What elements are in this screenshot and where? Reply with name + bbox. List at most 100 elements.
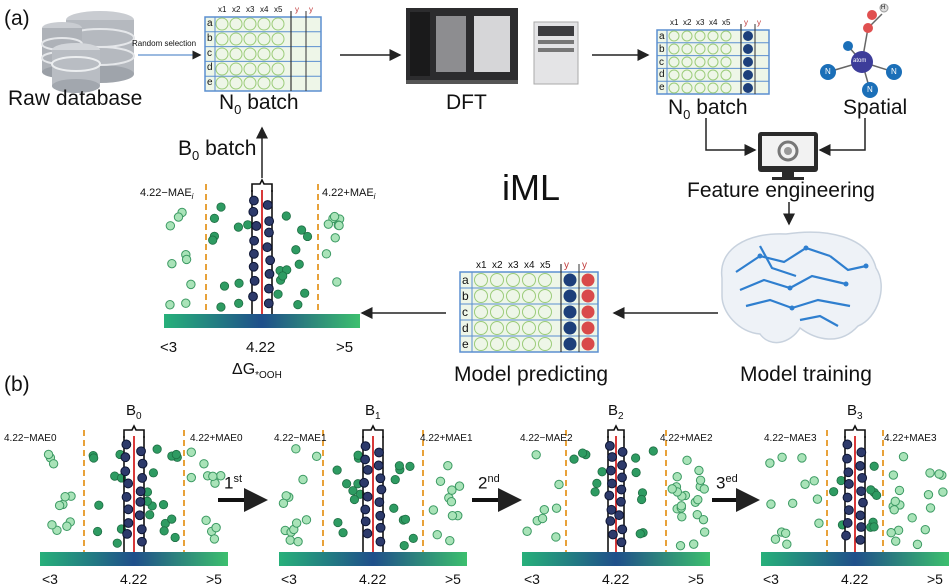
sample-point — [165, 221, 176, 231]
atom-n-left: N — [825, 67, 831, 76]
sample-point — [278, 498, 289, 508]
sample-point — [637, 494, 647, 505]
sample-point — [43, 449, 54, 460]
selected-point — [123, 518, 134, 528]
distribution-plot-b0 — [40, 424, 228, 566]
sample-point — [938, 487, 948, 497]
sample-point — [578, 448, 588, 458]
mae-right-label-b1: 4.22+MAE1 — [420, 433, 473, 444]
batch-label-b3: B3 — [847, 402, 863, 422]
sample-point — [787, 498, 798, 509]
dft-label: DFT — [446, 91, 487, 114]
selected-point — [607, 478, 617, 489]
selected-point — [248, 261, 259, 272]
selected-point — [617, 460, 627, 471]
selected-point — [362, 491, 373, 502]
axis-label-b3: 4.22 — [841, 571, 869, 587]
sample-point — [400, 514, 411, 524]
sample-point — [551, 503, 562, 513]
batch-label-b1: B1 — [365, 402, 381, 422]
sample-point — [912, 539, 923, 550]
selected-point — [856, 486, 867, 497]
selected-point — [616, 496, 626, 507]
selected-point — [841, 530, 851, 541]
n0-batch-labeled-table — [656, 24, 770, 95]
iml-label: iML — [502, 167, 561, 208]
axis-right-label: >5 — [336, 339, 354, 356]
batch-label-b2: B2 — [608, 402, 624, 422]
table-col-header: x4 — [709, 18, 718, 27]
spatial-label: Spatial — [843, 96, 908, 119]
selected-point — [374, 497, 385, 507]
sample-point — [152, 444, 162, 454]
sample-point — [814, 518, 824, 528]
sample-point — [390, 474, 400, 485]
table-row-label: e — [462, 337, 469, 351]
model-predicting-label: Model predicting — [454, 363, 609, 386]
sample-point — [300, 288, 310, 298]
table-col-header: x5 — [540, 260, 551, 271]
mae-right-label: 4.22+MAEi — [322, 187, 376, 202]
table-col-header: x4 — [524, 260, 535, 271]
sample-point — [766, 499, 776, 509]
mae-left-label-b0: 4.22−MAE0 — [4, 433, 57, 444]
sample-point — [539, 505, 550, 515]
sample-point — [782, 539, 792, 549]
sample-point — [209, 213, 220, 223]
sample-point — [165, 300, 175, 310]
selected-point — [123, 478, 134, 489]
table-col-header: x3 — [508, 260, 519, 271]
mae-left-label-b2: 4.22−MAE2 — [520, 433, 573, 444]
table-col-header: y — [309, 5, 313, 14]
sample-point — [285, 535, 295, 545]
sample-point — [872, 490, 882, 500]
selected-point — [121, 492, 132, 502]
table-col-header: y — [757, 18, 761, 27]
table-col-header: x5 — [722, 18, 731, 27]
dft-computer-icon — [406, 8, 579, 85]
selected-point — [362, 464, 373, 475]
selected-point — [842, 518, 853, 528]
sample-point — [342, 479, 352, 489]
sample-point — [334, 220, 344, 231]
sample-point — [301, 515, 312, 525]
sample-point — [592, 478, 602, 488]
panel-b-label: (b) — [4, 373, 30, 396]
sample-point — [635, 529, 645, 539]
sample-point — [408, 533, 418, 543]
sample-point — [170, 532, 180, 543]
selected-point — [617, 447, 628, 457]
table-col-header: y — [744, 18, 748, 27]
table-row-label: b — [207, 32, 213, 44]
sample-point — [348, 486, 358, 496]
sample-point — [112, 538, 122, 548]
sample-point — [597, 467, 607, 477]
sample-point — [554, 479, 564, 490]
axis-label-b0: >5 — [206, 571, 222, 587]
selected-point — [137, 458, 148, 469]
sample-point — [692, 509, 702, 520]
sample-point — [329, 211, 340, 222]
sample-point — [445, 535, 455, 546]
sample-point — [349, 494, 360, 505]
selected-point — [375, 536, 386, 547]
sample-point — [332, 277, 342, 287]
sample-point — [688, 539, 699, 549]
selected-point — [136, 524, 147, 535]
sample-point — [233, 222, 244, 232]
atom-n-right: N — [891, 67, 897, 76]
sample-point — [923, 489, 934, 500]
selected-point — [137, 536, 147, 547]
table-col-header: x3 — [696, 18, 705, 27]
selected-point — [605, 516, 616, 526]
sample-point — [145, 510, 155, 520]
sample-point — [869, 522, 879, 532]
mae-left-label-b1: 4.22−MAE1 — [274, 433, 327, 444]
sample-point — [234, 298, 244, 308]
sample-point — [770, 534, 781, 544]
panel-a-label: (a) — [4, 7, 30, 30]
selected-point — [360, 454, 371, 465]
sample-point — [294, 259, 304, 269]
molecule-icon — [820, 3, 902, 98]
sample-point — [298, 474, 308, 485]
